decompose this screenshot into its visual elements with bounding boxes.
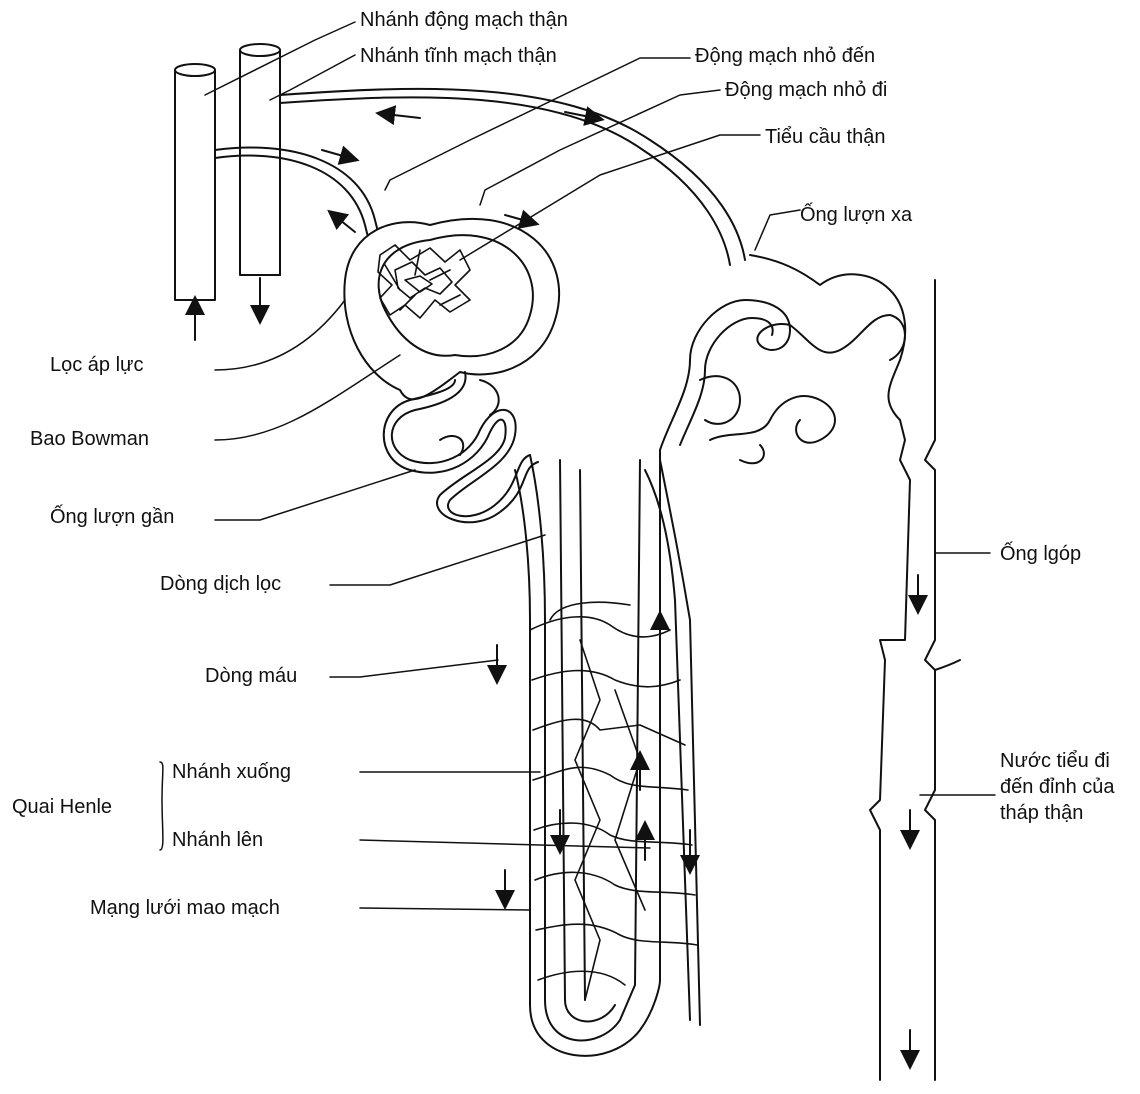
- label-bowman-capsule: Bao Bowman: [30, 427, 149, 451]
- label-loop-of-henle: Quai Henle: [12, 795, 112, 819]
- label-proximal-tubule: Ống lượn gần: [50, 505, 174, 529]
- label-renal-artery-branch: Nhánh động mạch thận: [360, 8, 568, 32]
- collecting-duct: [870, 280, 960, 1080]
- label-urine-to-papilla: Nước tiểu đi đến đỉnh của tháp thận: [1000, 748, 1120, 826]
- label-afferent-arteriole: Động mạch nhỏ đến: [695, 44, 875, 68]
- label-efferent-arteriole: Động mạch nhỏ đi: [725, 78, 887, 102]
- label-capillary-network: Mạng lưới mao mạch: [90, 896, 280, 920]
- renal-artery-vessel: [175, 64, 215, 300]
- distal-tubule: [660, 255, 905, 463]
- label-filtrate-flow: Dòng dịch lọc: [160, 572, 281, 596]
- label-collecting-duct: Ống lgóp: [1000, 542, 1081, 566]
- capillary-network: [530, 602, 697, 1000]
- label-glomerulus: Tiểu cầu thận: [765, 125, 885, 149]
- label-distal-tubule: Ống lượn xa: [800, 203, 912, 227]
- label-renal-vein-branch: Nhánh tĩnh mạch thận: [360, 44, 557, 68]
- label-descending-limb: Nhánh xuống: [172, 760, 291, 784]
- label-pressure-filtration: Lọc áp lực: [50, 353, 143, 377]
- henle-loop: [515, 450, 700, 1056]
- label-ascending-limb: Nhánh lên: [172, 828, 263, 852]
- renal-vein-vessel: [240, 44, 280, 275]
- label-blood-flow: Dòng máu: [205, 664, 297, 688]
- bowman-capsule: [344, 219, 559, 399]
